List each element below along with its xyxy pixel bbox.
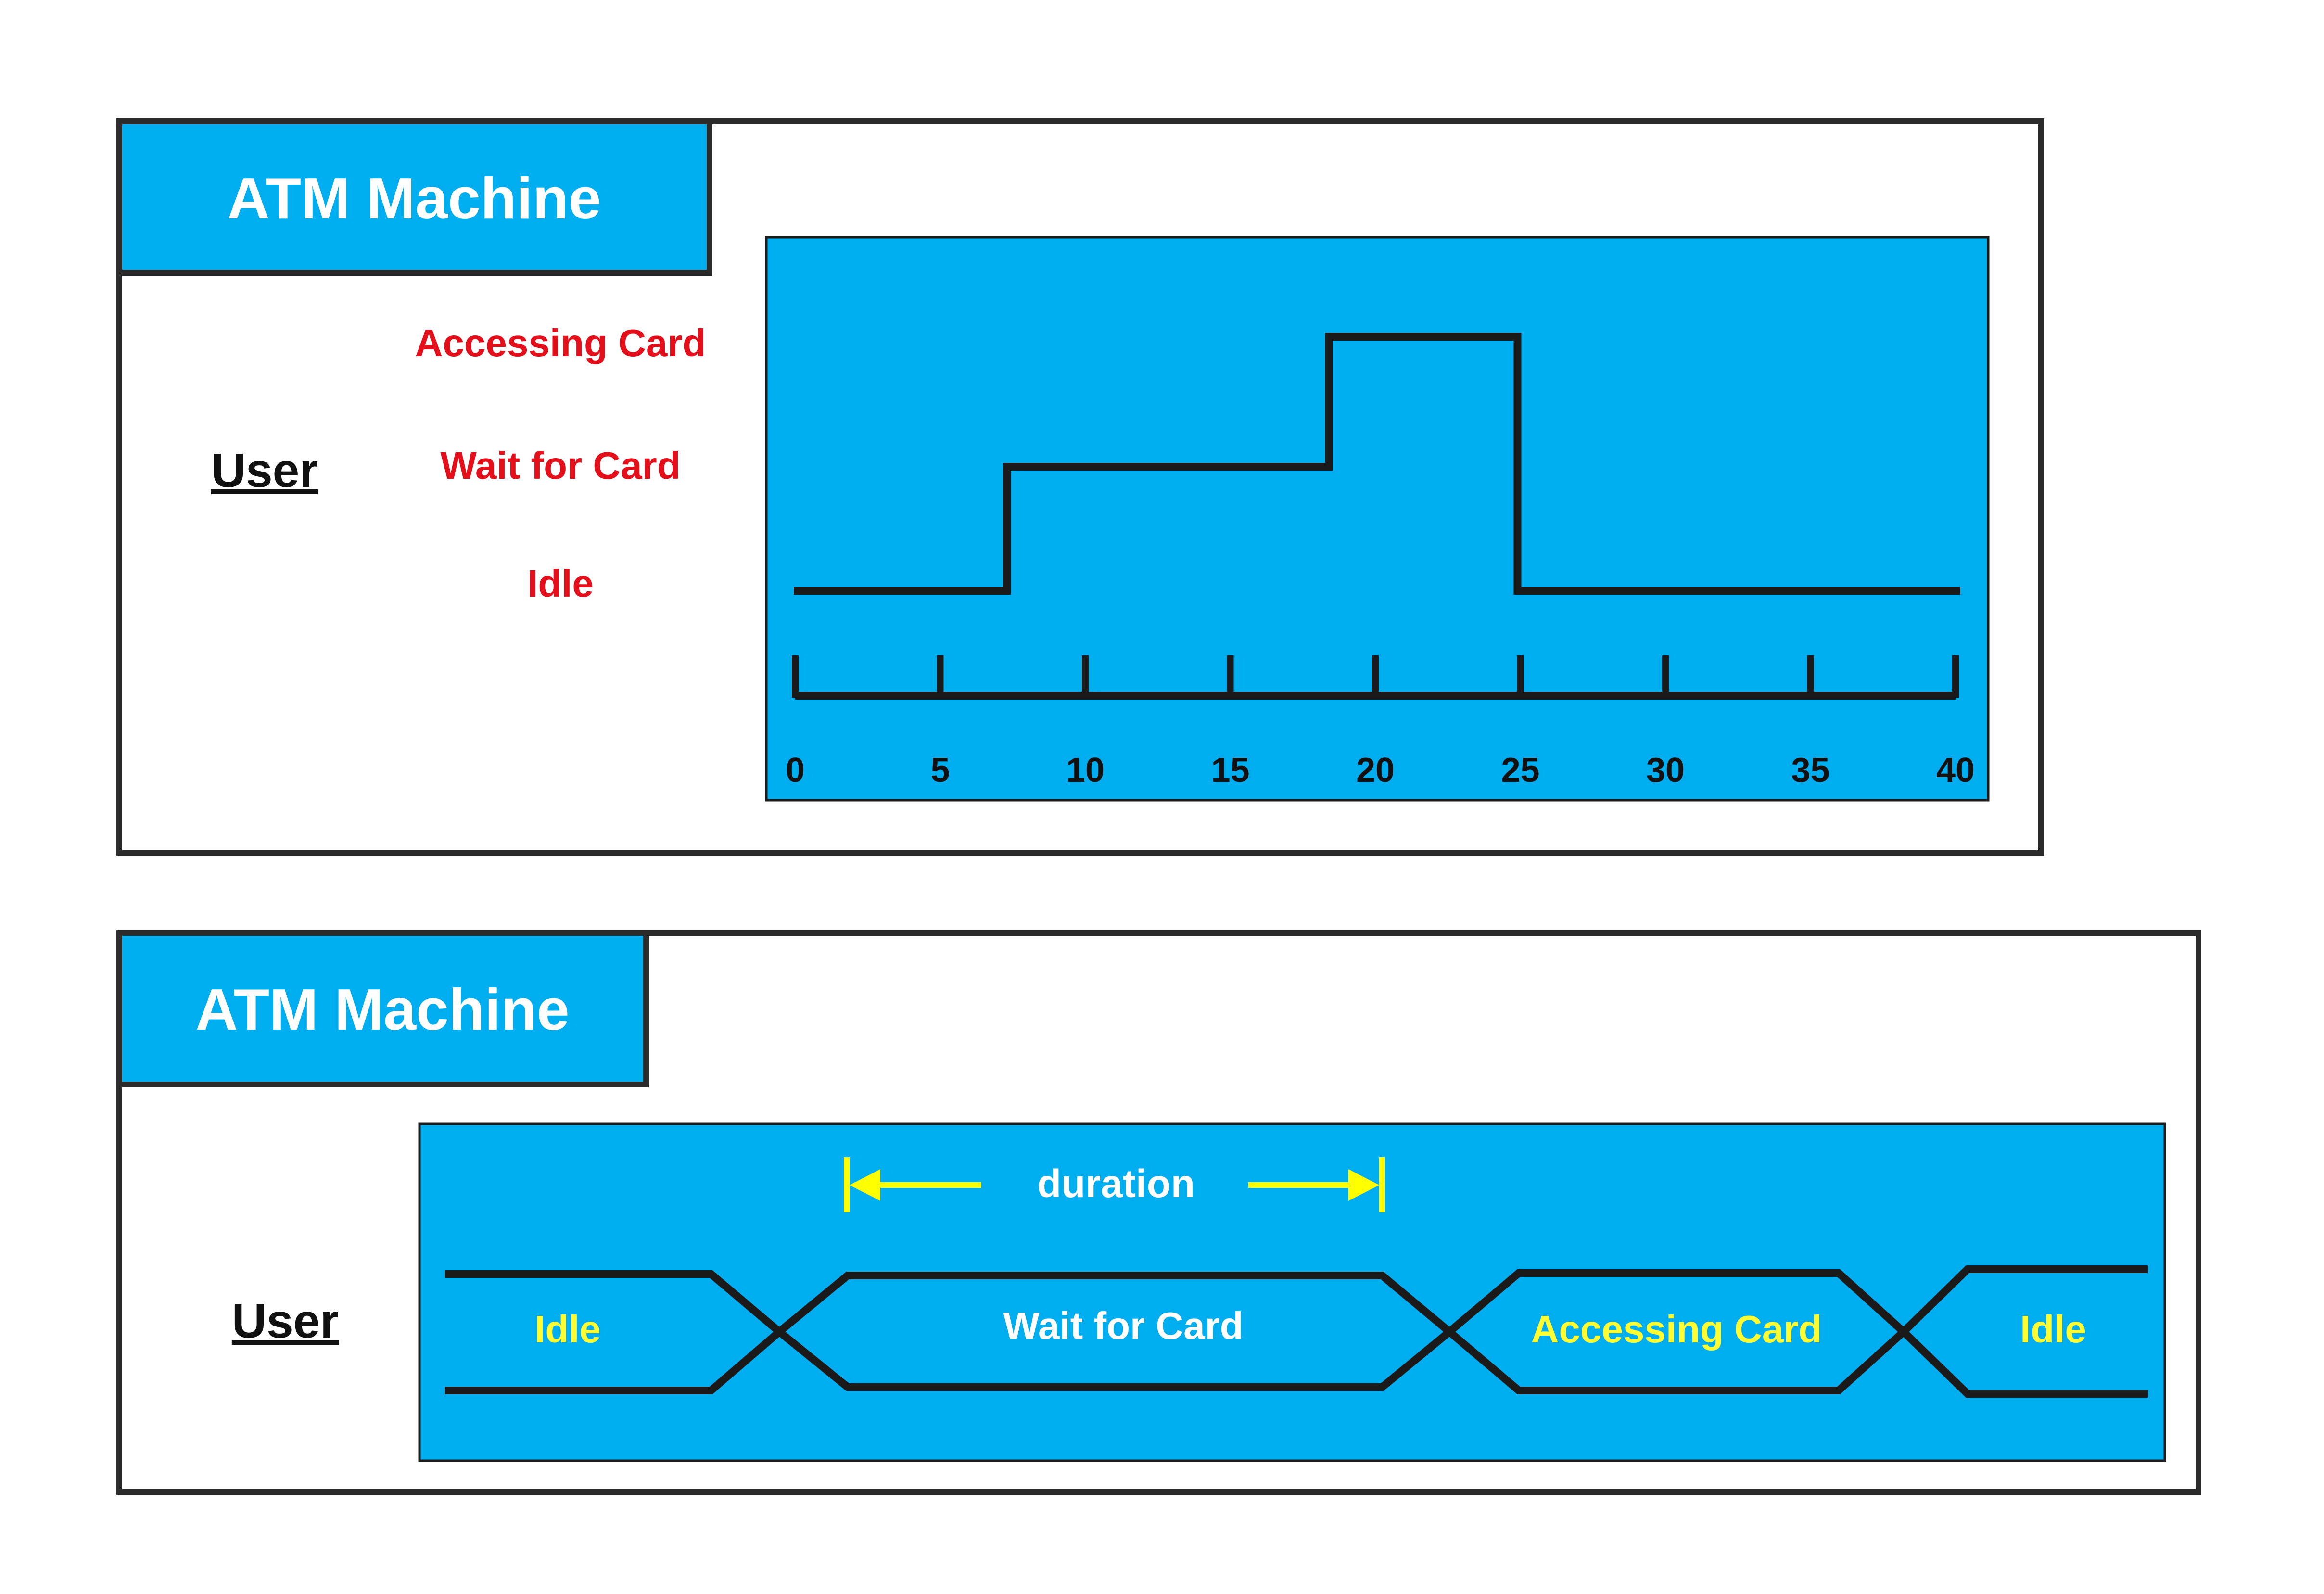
time-axis-tick-label: 10	[1066, 751, 1105, 790]
duration-marker: duration	[844, 1157, 1385, 1212]
time-axis-tick-label: 20	[1356, 751, 1395, 790]
time-axis-tick-label: 35	[1791, 751, 1829, 790]
state-timeline-plot-area	[765, 236, 1990, 802]
time-axis-tick-label: 25	[1501, 751, 1539, 790]
state-label-idle: Idle	[527, 562, 594, 605]
value-lifeline-title: ATM Machine	[195, 977, 569, 1042]
value-label-idle-end: Idle	[2020, 1308, 2086, 1351]
time-axis-tick-label: 15	[1211, 751, 1249, 790]
time-axis-tick-label: 30	[1646, 751, 1685, 790]
time-axis-tick-label: 40	[1936, 751, 1975, 790]
state-timeline-title: ATM Machine	[227, 166, 601, 231]
time-axis-tick-label: 0	[786, 751, 805, 790]
value-label-idle-start: Idle	[534, 1308, 601, 1351]
value-segment-idle-end	[1898, 1265, 2148, 1398]
duration-right-arrowhead-icon	[1348, 1169, 1379, 1201]
value-lifeline-shapes	[445, 1265, 2148, 1398]
time-axis-ticks: 0 5 10 15 20 25 30 35 40	[786, 655, 1975, 790]
value-lifeline-lifeline-label: User	[232, 1294, 339, 1348]
state-label-accessing-card: Accessing Card	[415, 321, 706, 364]
duration-label: duration	[1037, 1162, 1195, 1206]
duration-left-arrowhead-icon	[850, 1169, 880, 1201]
state-transition-line	[794, 333, 1960, 595]
value-label-wait-for-card: Wait for Card	[1003, 1304, 1243, 1347]
state-label-wait-for-card: Wait for Card	[440, 444, 680, 487]
state-timeline-lifeline-label: User	[211, 444, 318, 497]
value-lifeline-frame: ATM Machine User duration Idle Wait for …	[116, 930, 2201, 1495]
value-label-accessing-card: Accessing Card	[1531, 1308, 1822, 1351]
state-timeline-frame: ATM Machine User Accessing Card Wait for…	[116, 118, 2044, 856]
time-axis-tick-label: 5	[930, 751, 950, 790]
state-timeline-title-tab	[116, 118, 712, 276]
value-lifeline-title-tab	[116, 930, 649, 1087]
value-lifeline-plot-area	[418, 1122, 2166, 1462]
